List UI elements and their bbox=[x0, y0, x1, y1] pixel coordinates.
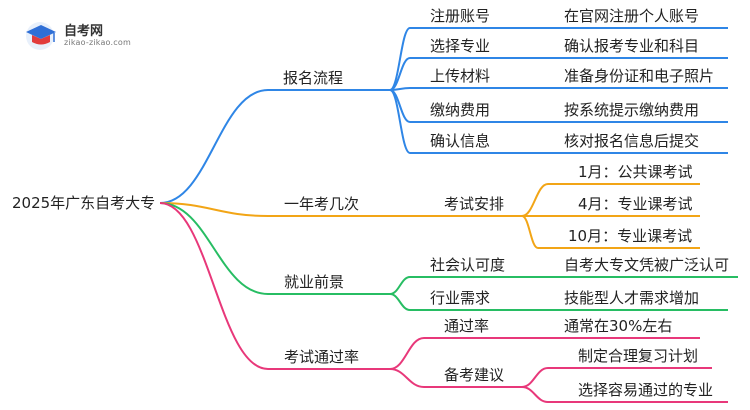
child-node: 注册账号 bbox=[430, 7, 491, 25]
branch-to-child-3-0 bbox=[389, 337, 425, 370]
branch-to-child-3-1 bbox=[389, 368, 425, 388]
leaf-node: 在官网注册个人账号 bbox=[564, 7, 700, 25]
branch-to-child-0-4 bbox=[389, 89, 411, 154]
leaf-node: 10月：专业课考试 bbox=[568, 227, 693, 245]
branch-to-child-2-0 bbox=[389, 276, 411, 295]
logo-url: zikao-zikao.com bbox=[64, 38, 131, 47]
root-to-branch-3 bbox=[159, 202, 269, 370]
logo-name: 自考网 bbox=[64, 24, 104, 39]
leaf-node: 技能型人才需求增加 bbox=[564, 289, 700, 307]
branch-node: 一年考几次 bbox=[284, 195, 360, 213]
leaf-node: 确认报考专业和科目 bbox=[564, 37, 700, 55]
child-node: 缴纳费用 bbox=[430, 101, 491, 119]
leaf-node: 通常在30%左右 bbox=[564, 317, 673, 335]
leaf-node: 1月：公共课考试 bbox=[578, 163, 693, 181]
site-logo: 自考网 zikao-zikao.com bbox=[22, 18, 142, 54]
root-to-branch-2 bbox=[159, 202, 269, 295]
branch-node: 考试通过率 bbox=[284, 348, 360, 366]
leaf-node: 4月：专业课考试 bbox=[578, 195, 693, 213]
root-node: 2025年广东自考大专 bbox=[12, 194, 156, 212]
child-node: 确认信息 bbox=[430, 132, 491, 150]
child-to-item-3-1-1 bbox=[521, 386, 549, 403]
child-to-item-1-0-2 bbox=[521, 215, 539, 249]
leaf-node: 准备身份证和电子照片 bbox=[564, 67, 715, 85]
branch-node: 报名流程 bbox=[283, 69, 344, 87]
leaf-node: 按系统提示缴纳费用 bbox=[564, 101, 700, 119]
child-to-item-1-0-0 bbox=[521, 183, 549, 217]
leaf-node: 核对报名信息后提交 bbox=[564, 132, 700, 150]
child-node: 行业需求 bbox=[430, 289, 491, 307]
child-node: 上传材料 bbox=[430, 67, 491, 85]
root-to-branch-0 bbox=[159, 89, 269, 204]
branch-node: 就业前景 bbox=[284, 273, 345, 291]
leaf-node: 制定合理复习计划 bbox=[578, 347, 699, 365]
graduation-cap-icon bbox=[26, 22, 56, 50]
child-node: 社会认可度 bbox=[430, 256, 506, 274]
root-to-branch-1 bbox=[159, 202, 269, 217]
child-to-item-3-1-0 bbox=[521, 367, 549, 388]
child-node: 通过率 bbox=[444, 317, 490, 335]
leaf-node: 自考大专文凭被广泛认可 bbox=[564, 256, 730, 274]
child-node: 选择专业 bbox=[430, 37, 491, 55]
branch-to-child-2-1 bbox=[389, 293, 411, 311]
child-node: 考试安排 bbox=[444, 195, 505, 213]
leaf-node: 选择容易通过的专业 bbox=[578, 381, 714, 399]
child-node: 备考建议 bbox=[444, 366, 505, 384]
